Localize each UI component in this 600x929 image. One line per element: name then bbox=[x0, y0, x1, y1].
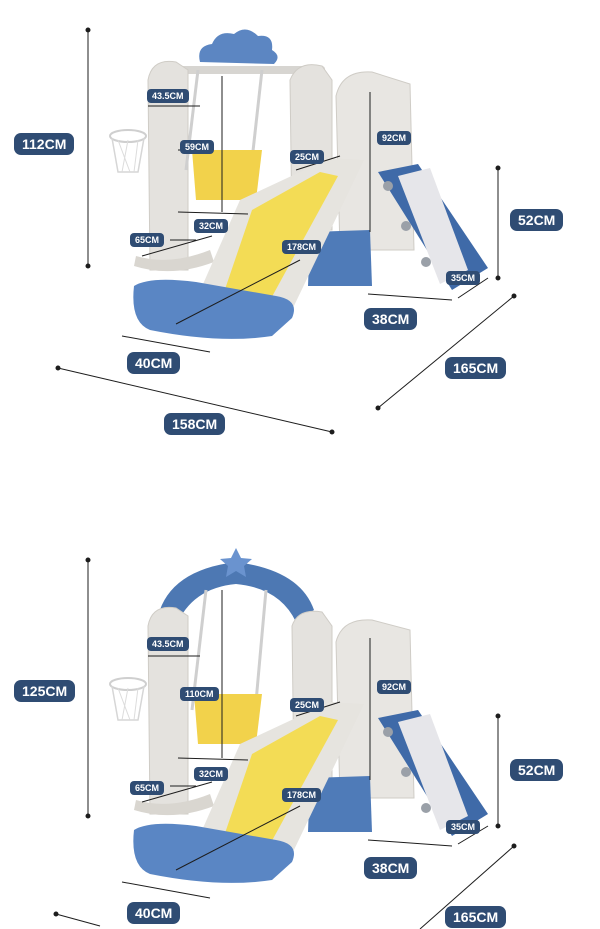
left-tower bbox=[147, 606, 189, 815]
swing-seat bbox=[194, 694, 262, 744]
label-slide-top: 25CM bbox=[290, 698, 325, 712]
label-total-width: 158CM bbox=[164, 413, 226, 435]
label-slide-width: 40CM bbox=[127, 902, 181, 924]
swing-top-bar bbox=[165, 66, 325, 74]
ladder-steps bbox=[398, 714, 468, 830]
label-platform-height: 92CM bbox=[377, 680, 412, 694]
label-ladder-height: 52CM bbox=[510, 759, 564, 781]
star-icon bbox=[220, 548, 252, 577]
label-ladder-base: 38CM bbox=[364, 857, 418, 879]
label-ladder-base: 38CM bbox=[364, 308, 418, 330]
label-swing-height: 110CM bbox=[180, 687, 219, 701]
left-tower bbox=[147, 60, 189, 271]
product-panel-top: 112CM 43.5CM 59CM 25CM 92CM 32CM 65CM 17… bbox=[0, 0, 600, 460]
label-slide-length: 178CM bbox=[282, 240, 322, 254]
label-slide-top: 25CM bbox=[290, 150, 325, 164]
label-seat-width: 32CM bbox=[194, 219, 229, 233]
playset-illustration-bottom bbox=[53, 548, 517, 929]
slide-bottom bbox=[133, 279, 294, 339]
storage-box bbox=[308, 776, 372, 832]
label-depth: 165CM bbox=[445, 357, 507, 379]
label-total-height: 112CM bbox=[14, 133, 75, 155]
label-base-length: 65CM bbox=[130, 781, 165, 795]
dimension-lines bbox=[53, 557, 517, 929]
slide-surface bbox=[222, 716, 338, 848]
playset-illustration-top bbox=[55, 27, 517, 435]
label-swing-height: 59CM bbox=[180, 140, 215, 154]
label-base-length: 65CM bbox=[130, 233, 165, 247]
basketball-hoop bbox=[109, 677, 147, 721]
basketball-hoop bbox=[109, 129, 147, 173]
label-total-height: 125CM bbox=[14, 680, 76, 702]
cloud-icon bbox=[199, 29, 278, 65]
label-platform-height: 92CM bbox=[377, 131, 412, 145]
ladder-steps bbox=[398, 168, 468, 284]
product-panel-bottom: 125CM 43.5CM 110CM 25CM 92CM 32CM 65CM 1… bbox=[0, 530, 600, 929]
label-slide-width: 40CM bbox=[127, 352, 181, 374]
storage-box bbox=[308, 230, 372, 286]
swing-seat bbox=[192, 150, 262, 200]
label-seat-width: 32CM bbox=[194, 767, 229, 781]
swing-arch bbox=[158, 562, 314, 626]
label-swing-bar: 43.5CM bbox=[147, 637, 189, 651]
rocker-base bbox=[134, 794, 214, 816]
label-slide-length: 178CM bbox=[282, 788, 322, 802]
label-ladder-step: 35CM bbox=[446, 271, 481, 285]
slide-surface bbox=[222, 172, 338, 304]
label-depth: 165CM bbox=[445, 906, 507, 928]
label-ladder-height: 52CM bbox=[510, 209, 564, 231]
slide-bottom bbox=[133, 823, 294, 883]
label-swing-bar: 43.5CM bbox=[147, 89, 189, 103]
rocker-base bbox=[134, 250, 214, 272]
label-ladder-step: 35CM bbox=[446, 820, 481, 834]
